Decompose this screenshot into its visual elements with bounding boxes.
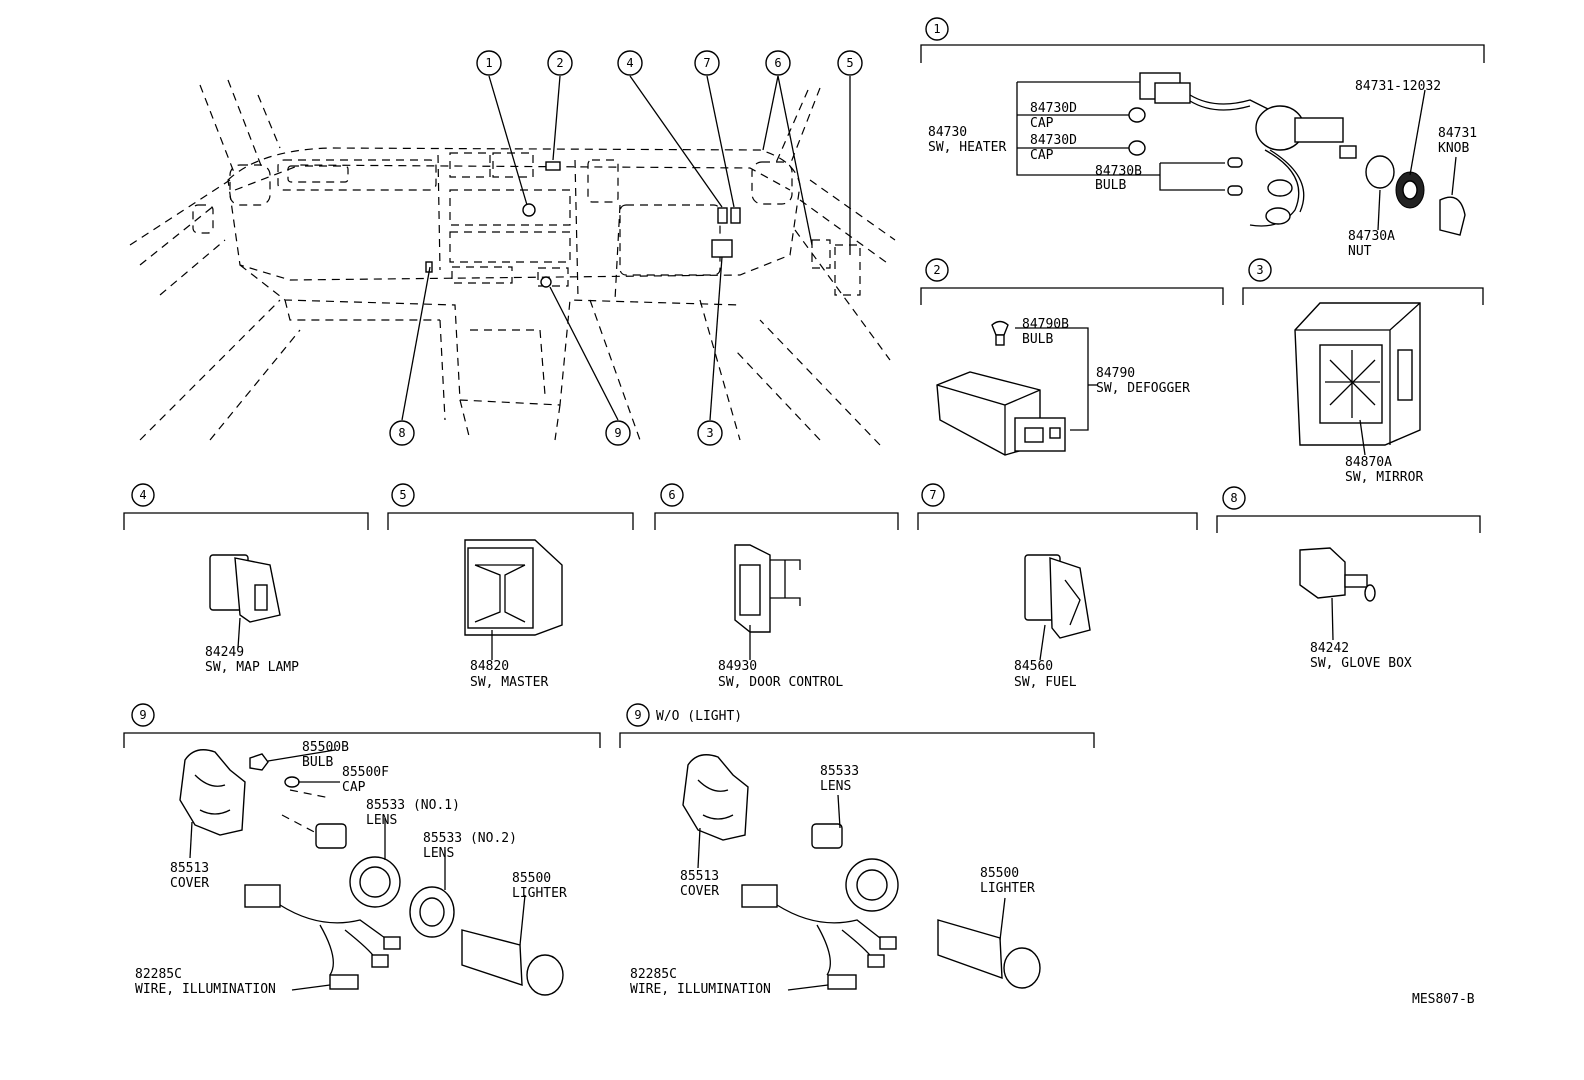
svg-text:9: 9 (139, 708, 146, 722)
label-85533-no2: 85533 (NO.2) (423, 831, 517, 846)
section-8-glove-box-switch: 8 84242 SW, GLOVE BOX (1216, 486, 1481, 671)
label-bulb: BULB (1095, 178, 1126, 193)
svg-text:3: 3 (1256, 263, 1263, 277)
svg-text:1: 1 (485, 56, 492, 70)
svg-text:8: 8 (398, 426, 405, 440)
section-3-mirror-switch: 3 84870A SW, MIRROR (1242, 258, 1484, 485)
label-84730d-b: 84730D (1030, 133, 1077, 148)
label-cover: COVER (170, 876, 209, 891)
svg-text:6: 6 (774, 56, 781, 70)
callout-4: 4 (617, 50, 643, 76)
label-lens-no1: LENS (366, 813, 397, 828)
label-sw-fuel: SW, FUEL (1014, 675, 1077, 690)
label-85500f: 85500F (342, 765, 389, 780)
drawing-code: MES807-B (1412, 992, 1475, 1007)
callout-7: 7 (694, 50, 720, 76)
label-84730b: 84730B (1095, 164, 1142, 179)
label-lens: LENS (820, 779, 851, 794)
label-wire-illumination: WIRE, ILLUMINATION (135, 982, 276, 997)
svg-text:4: 4 (139, 488, 146, 502)
dashboard-overview: 1 2 4 7 6 5 8 9 3 (129, 50, 896, 446)
label-85500: 85500 (512, 871, 551, 886)
label-cap-b: CAP (1030, 148, 1054, 163)
label-84560: 84560 (1014, 659, 1053, 674)
label-lighter: LIGHTER (512, 886, 567, 901)
label-85533: 85533 (820, 764, 859, 779)
label-sw-map-lamp: SW, MAP LAMP (205, 660, 299, 675)
label-sw-door-control: SW, DOOR CONTROL (718, 675, 843, 690)
label-sw-defogger: SW, DEFOGGER (1096, 381, 1190, 396)
svg-text:2: 2 (933, 263, 940, 277)
label-bulb-2: BULB (1022, 332, 1053, 347)
section-9-cigarette-lighter: 9 85500B BULB 85500F CAP (123, 703, 601, 997)
svg-text:9: 9 (634, 708, 641, 722)
label-85500-b: 85500 (980, 866, 1019, 881)
label-lighter-b: LIGHTER (980, 881, 1035, 896)
section-1-heater-switch: 1 84730 SW, HEATE (920, 17, 1485, 259)
label-85513: 85513 (170, 861, 209, 876)
label-84730a: 84730A (1348, 229, 1395, 244)
section-9-subtitle: W/O (LIGHT) (656, 709, 742, 724)
label-85513-b: 85513 (680, 869, 719, 884)
label-82285c: 82285C (135, 967, 182, 982)
svg-text:5: 5 (399, 488, 406, 502)
label-sw-glove-box: SW, GLOVE BOX (1310, 656, 1412, 671)
label-82285c-b: 82285C (630, 967, 677, 982)
section-2-defogger-switch: 2 84790B BULB 84790 SW, DEFOGGER (920, 258, 1224, 456)
callout-6: 6 (765, 50, 791, 76)
label-sw-mirror: SW, MIRROR (1345, 470, 1423, 485)
callout-3: 3 (697, 420, 723, 446)
label-84731-12032: 84731-12032 (1355, 79, 1441, 94)
label-85500b: 85500B (302, 740, 349, 755)
svg-text:7: 7 (703, 56, 710, 70)
label-84242: 84242 (1310, 641, 1349, 656)
callout-1: 1 (476, 50, 502, 76)
label-84930: 84930 (718, 659, 757, 674)
label-knob: KNOB (1438, 141, 1469, 156)
label-84249: 84249 (205, 645, 244, 660)
label-bulb-9: BULB (302, 755, 333, 770)
label-85533-no1: 85533 (NO.1) (366, 798, 460, 813)
svg-text:8: 8 (1230, 491, 1237, 505)
section-5-master-switch: 5 84820 SW, MASTER (387, 483, 634, 690)
label-wire-illumination-b: WIRE, ILLUMINATION (630, 982, 771, 997)
svg-text:9: 9 (614, 426, 621, 440)
svg-text:3: 3 (706, 426, 713, 440)
svg-text:1: 1 (933, 22, 940, 36)
svg-text:2: 2 (556, 56, 563, 70)
label-nut: NUT (1348, 244, 1372, 259)
section-4-map-lamp-switch: 4 84249 SW, MAP LAMP (123, 483, 369, 675)
label-84870a: 84870A (1345, 455, 1392, 470)
label-84790: 84790 (1096, 366, 1135, 381)
callout-8: 8 (389, 420, 415, 446)
label-cap-a: CAP (1030, 116, 1054, 131)
svg-text:7: 7 (929, 488, 936, 502)
label-sw-heater: SW, HEATER (928, 140, 1006, 155)
label-cover-b: COVER (680, 884, 719, 899)
svg-text:5: 5 (846, 56, 853, 70)
label-84731: 84731 (1438, 126, 1477, 141)
callout-5: 5 (837, 50, 863, 76)
section-6-door-control-switch: 6 84930 SW, DOOR CONTROL (654, 483, 899, 690)
section-7-fuel-switch: 7 84560 SW, FUEL (917, 483, 1198, 690)
label-lens-no2: LENS (423, 846, 454, 861)
svg-text:4: 4 (626, 56, 633, 70)
section-9-cigarette-lighter-without-light: 9 W/O (LIGHT) 85533 LENS 85513 COVER 855… (619, 703, 1095, 997)
callout-9: 9 (605, 420, 631, 446)
label-cap-9: CAP (342, 780, 366, 795)
callout-2: 2 (547, 50, 573, 76)
label-84790b: 84790B (1022, 317, 1069, 332)
label-sw-master: SW, MASTER (470, 675, 548, 690)
label-84820: 84820 (470, 659, 509, 674)
label-84730d-a: 84730D (1030, 101, 1077, 116)
svg-text:6: 6 (668, 488, 675, 502)
label-84730: 84730 (928, 125, 967, 140)
